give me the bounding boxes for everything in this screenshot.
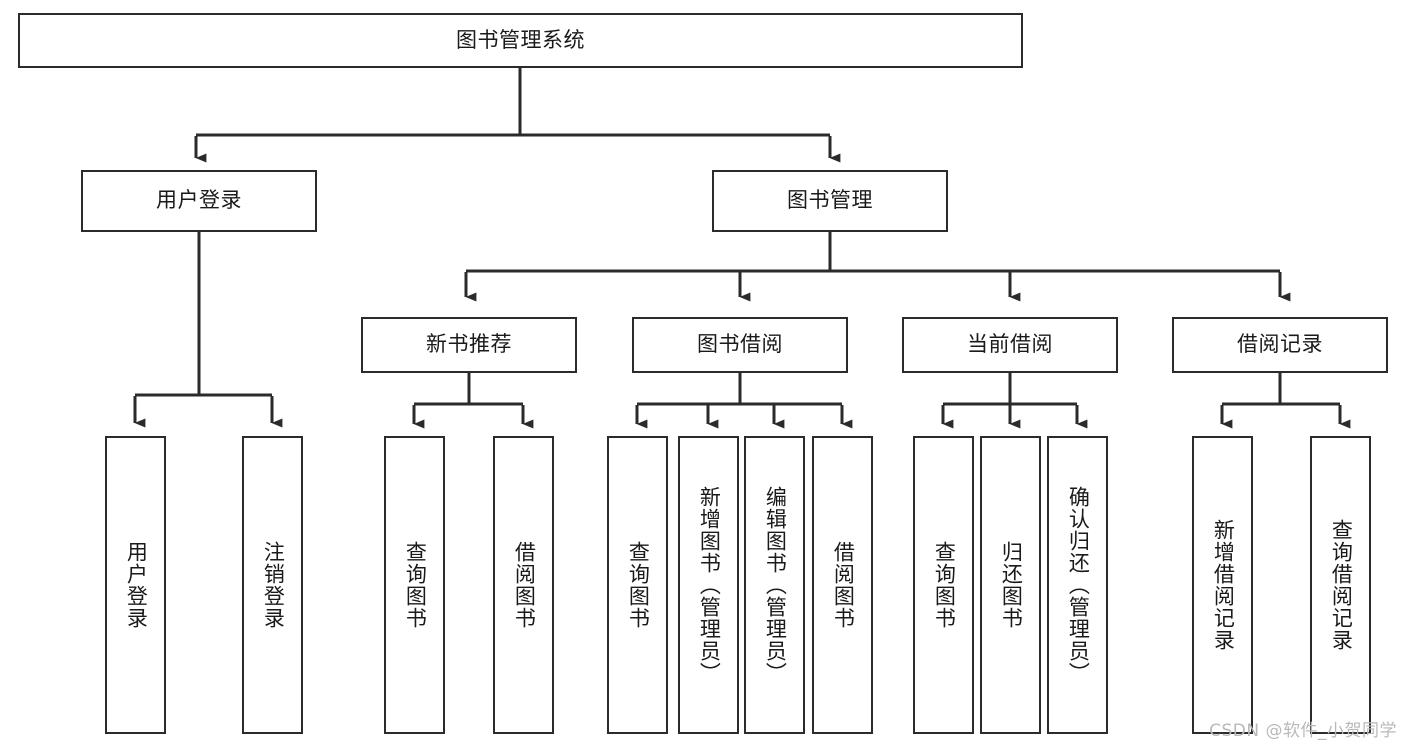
leaf-query-book-recommend[interactable]: 查询图书 — [384, 436, 445, 734]
node-label: 编辑图书（管理员） — [763, 486, 788, 684]
leaf-query-borrow-record[interactable]: 查询借阅记录 — [1310, 436, 1371, 734]
node-label: 图书管理 — [787, 188, 873, 213]
node-label: 注销登录 — [261, 541, 286, 629]
leaf-add-borrow-record[interactable]: 新增借阅记录 — [1192, 436, 1253, 734]
node-label: 当前借阅 — [967, 332, 1053, 357]
node-label: 借阅记录 — [1237, 332, 1323, 357]
node-label: 查询借阅记录 — [1329, 519, 1354, 651]
leaf-borrow-book-recommend[interactable]: 借阅图书 — [493, 436, 554, 734]
node-current-borrow[interactable]: 当前借阅 — [902, 317, 1118, 373]
node-book-management[interactable]: 图书管理 — [712, 170, 948, 232]
node-label: 图书管理系统 — [456, 27, 585, 52]
node-label: 新增图书（管理员） — [697, 486, 722, 684]
leaf-edit-book-admin[interactable]: 编辑图书（管理员） — [744, 436, 805, 734]
leaf-user-login[interactable]: 用户登录 — [105, 436, 166, 734]
node-label: 借阅图书 — [512, 541, 537, 629]
node-label: 用户登录 — [124, 541, 149, 629]
leaf-query-book-borrow[interactable]: 查询图书 — [607, 436, 668, 734]
leaf-logout-login[interactable]: 注销登录 — [242, 436, 303, 734]
node-label: 新书推荐 — [426, 332, 512, 357]
node-label: 归还图书 — [999, 541, 1024, 629]
node-label: 查询图书 — [932, 541, 957, 629]
leaf-query-book-current[interactable]: 查询图书 — [913, 436, 974, 734]
node-label: 查询图书 — [626, 541, 651, 629]
node-borrow-record[interactable]: 借阅记录 — [1172, 317, 1388, 373]
node-root-book-management-system[interactable]: 图书管理系统 — [18, 13, 1023, 68]
node-label: 确认归还（管理员） — [1066, 486, 1091, 684]
watermark-text: CSDN @软件_小贺同学 — [1209, 721, 1397, 741]
node-new-book-recommend[interactable]: 新书推荐 — [361, 317, 577, 373]
leaf-confirm-return-admin[interactable]: 确认归还（管理员） — [1047, 436, 1108, 734]
node-label: 新增借阅记录 — [1211, 519, 1236, 651]
node-label: 借阅图书 — [831, 541, 856, 629]
node-label: 图书借阅 — [697, 332, 783, 357]
node-label: 用户登录 — [156, 188, 242, 213]
node-user-login[interactable]: 用户登录 — [81, 170, 317, 232]
node-label: 查询图书 — [403, 541, 428, 629]
node-book-borrow[interactable]: 图书借阅 — [632, 317, 848, 373]
leaf-add-book-admin[interactable]: 新增图书（管理员） — [678, 436, 739, 734]
leaf-return-book[interactable]: 归还图书 — [980, 436, 1041, 734]
leaf-borrow-book[interactable]: 借阅图书 — [812, 436, 873, 734]
